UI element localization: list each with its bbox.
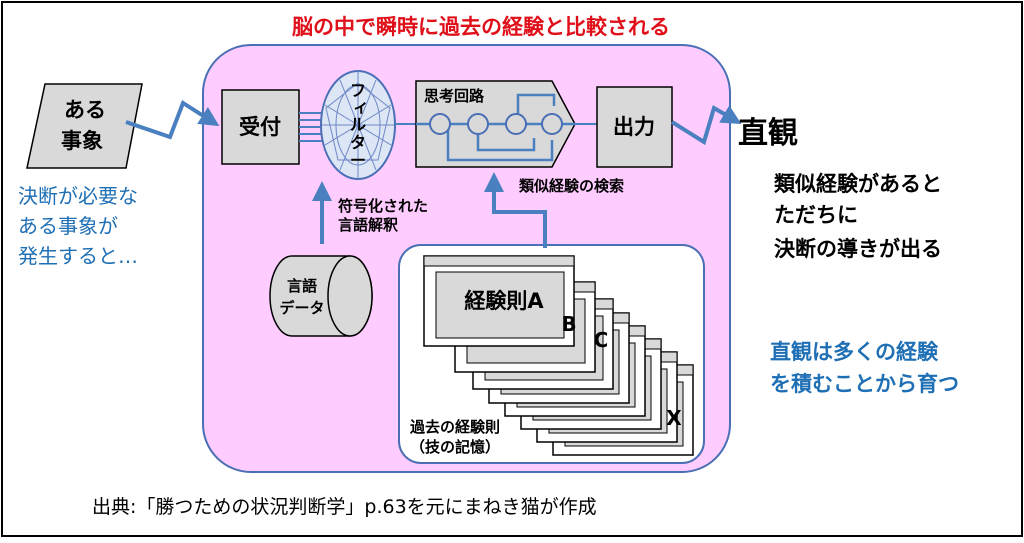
left-caption-line3: 発生すると…	[18, 244, 138, 268]
reception-label: 受付	[239, 115, 281, 139]
left-caption-line1: 決断が必要な	[18, 184, 138, 208]
rule-card-a	[423, 255, 575, 347]
rule-b-label: B	[561, 312, 576, 336]
encoded-label-line2: 言語解釈	[338, 216, 399, 234]
rule-x-label: X	[666, 406, 682, 430]
filter-mesh	[322, 71, 394, 179]
rule-card-stack	[423, 255, 694, 456]
past-rules-line2: （技の記憶）	[410, 438, 500, 456]
filter-char-1: フ	[350, 81, 366, 100]
reception-to-filter-lines	[299, 112, 324, 142]
circuit-node-1	[429, 113, 451, 135]
filter-char-4: タ	[350, 133, 366, 152]
right-text-line1: 類似経験があると	[773, 172, 942, 196]
intuition-label: 直観	[738, 116, 798, 151]
encoded-label-line1: 符号化された	[338, 197, 428, 215]
diagram-title: 脳の中で瞬時に過去の経験と比較される	[292, 15, 670, 39]
output-label: 出力	[613, 115, 655, 139]
filter-char-2: ィ	[353, 97, 369, 116]
event-to-reception-arrow	[125, 99, 220, 140]
language-data-line1: 言語	[287, 277, 317, 295]
event-label-line2: 事象	[61, 129, 103, 153]
filter-char-5: ー	[350, 151, 366, 170]
cylinder-end	[327, 255, 373, 337]
rule-a-label: 経験則A	[464, 289, 544, 313]
circuit-node-3	[505, 113, 527, 135]
event-box	[26, 83, 143, 169]
event-label-line1: ある	[64, 98, 106, 122]
left-caption-line2: ある事象が	[18, 214, 118, 238]
right-text-line3: 決断の導きが出る	[774, 237, 942, 261]
past-rules-line1: 過去の経験則	[409, 418, 500, 436]
right-blue-line2: を積むことから育つ	[770, 372, 959, 396]
output-box	[596, 86, 673, 168]
right-blue-line1: 直観は多くの経験	[770, 340, 939, 364]
filter-char-3: ル	[350, 115, 366, 134]
rule-c-label: C	[594, 328, 609, 352]
right-text-line2: ただちに	[774, 203, 858, 227]
output-to-intuition-arrow	[670, 104, 742, 146]
circuit-node-4	[541, 113, 563, 135]
circuit-node-2	[467, 113, 489, 135]
thinking-circuit-label: 思考回路	[424, 87, 485, 105]
source-caption: 出典:「勝つための状況判断学」p.63を元にまねき猫が作成	[92, 496, 597, 518]
language-data-line2: データ	[279, 299, 324, 317]
rules-to-circuit-arrow	[484, 172, 547, 248]
similar-search-label: 類似経験の検索	[518, 177, 624, 195]
reception-box	[221, 89, 300, 165]
